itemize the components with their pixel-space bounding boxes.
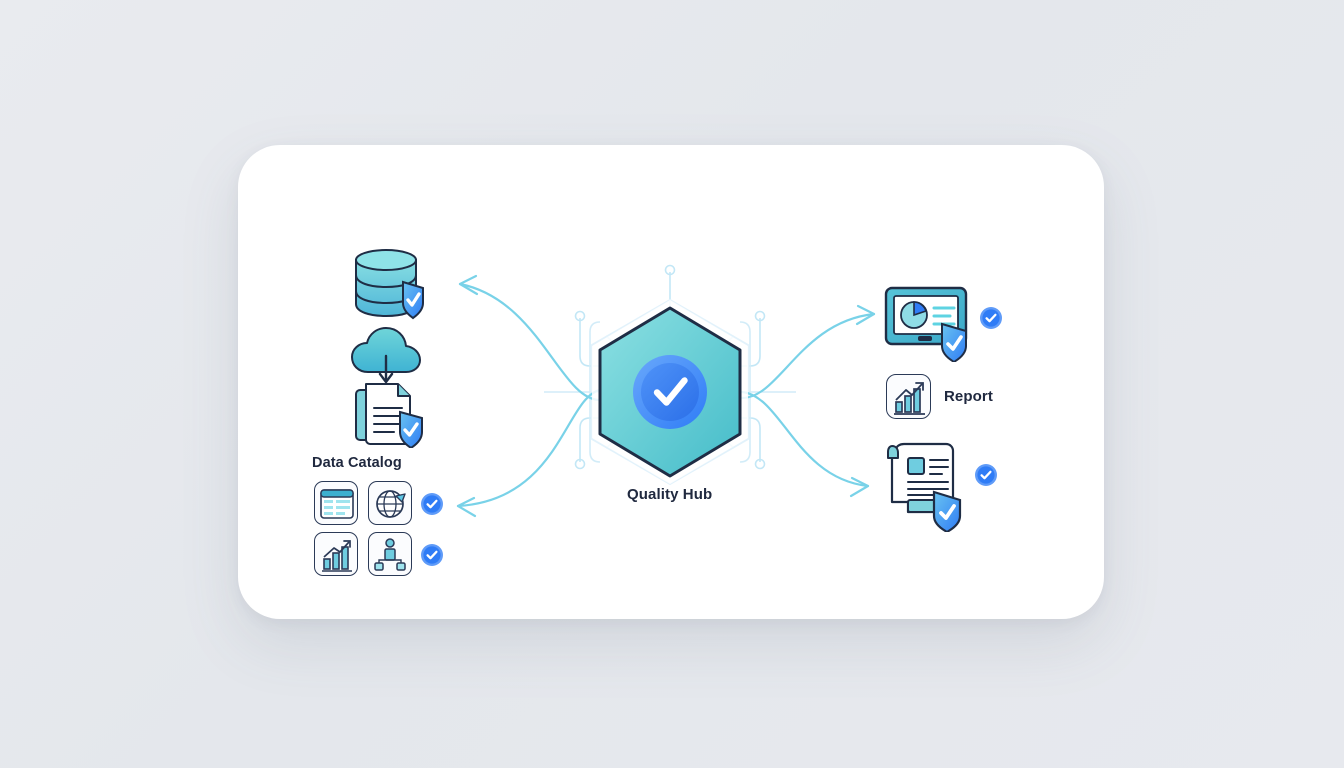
shield-check-icon xyxy=(402,280,424,320)
certificate-scroll-icon xyxy=(887,442,962,532)
database-icon xyxy=(355,249,424,320)
catalog-tile-growth-chart[interactable] xyxy=(314,532,358,576)
org-hierarchy-icon xyxy=(374,538,406,571)
dashboard-check-badge xyxy=(980,307,1002,329)
quality-hub-hexagon[interactable] xyxy=(592,300,752,490)
report-tile[interactable] xyxy=(886,374,931,419)
globe-network-icon xyxy=(376,490,406,518)
shield-check-icon xyxy=(932,490,962,532)
report-label: Report xyxy=(944,388,993,405)
report-chart-icon xyxy=(894,382,925,415)
catalog-check-badge-row2 xyxy=(421,544,443,566)
catalog-tile-global-network[interactable] xyxy=(368,481,412,525)
shield-check-icon xyxy=(941,322,967,362)
pie-chart-icon xyxy=(900,301,928,329)
catalog-tile-data-table[interactable] xyxy=(314,481,358,525)
catalog-check-badge-row1 xyxy=(421,493,443,515)
certificate-check-badge xyxy=(975,464,997,486)
table-icon xyxy=(320,489,354,519)
shield-check-icon xyxy=(399,410,423,448)
bar-chart-arrow-icon xyxy=(322,540,352,572)
data-catalog-label: Data Catalog xyxy=(312,455,402,471)
catalog-tile-hierarchy[interactable] xyxy=(368,532,412,576)
check-icon xyxy=(653,377,688,406)
dashboard-monitor-icon xyxy=(884,286,968,362)
quality-hub-label: Quality Hub xyxy=(627,486,713,503)
cloud-download-icon xyxy=(351,327,421,384)
documents-icon xyxy=(355,383,423,448)
